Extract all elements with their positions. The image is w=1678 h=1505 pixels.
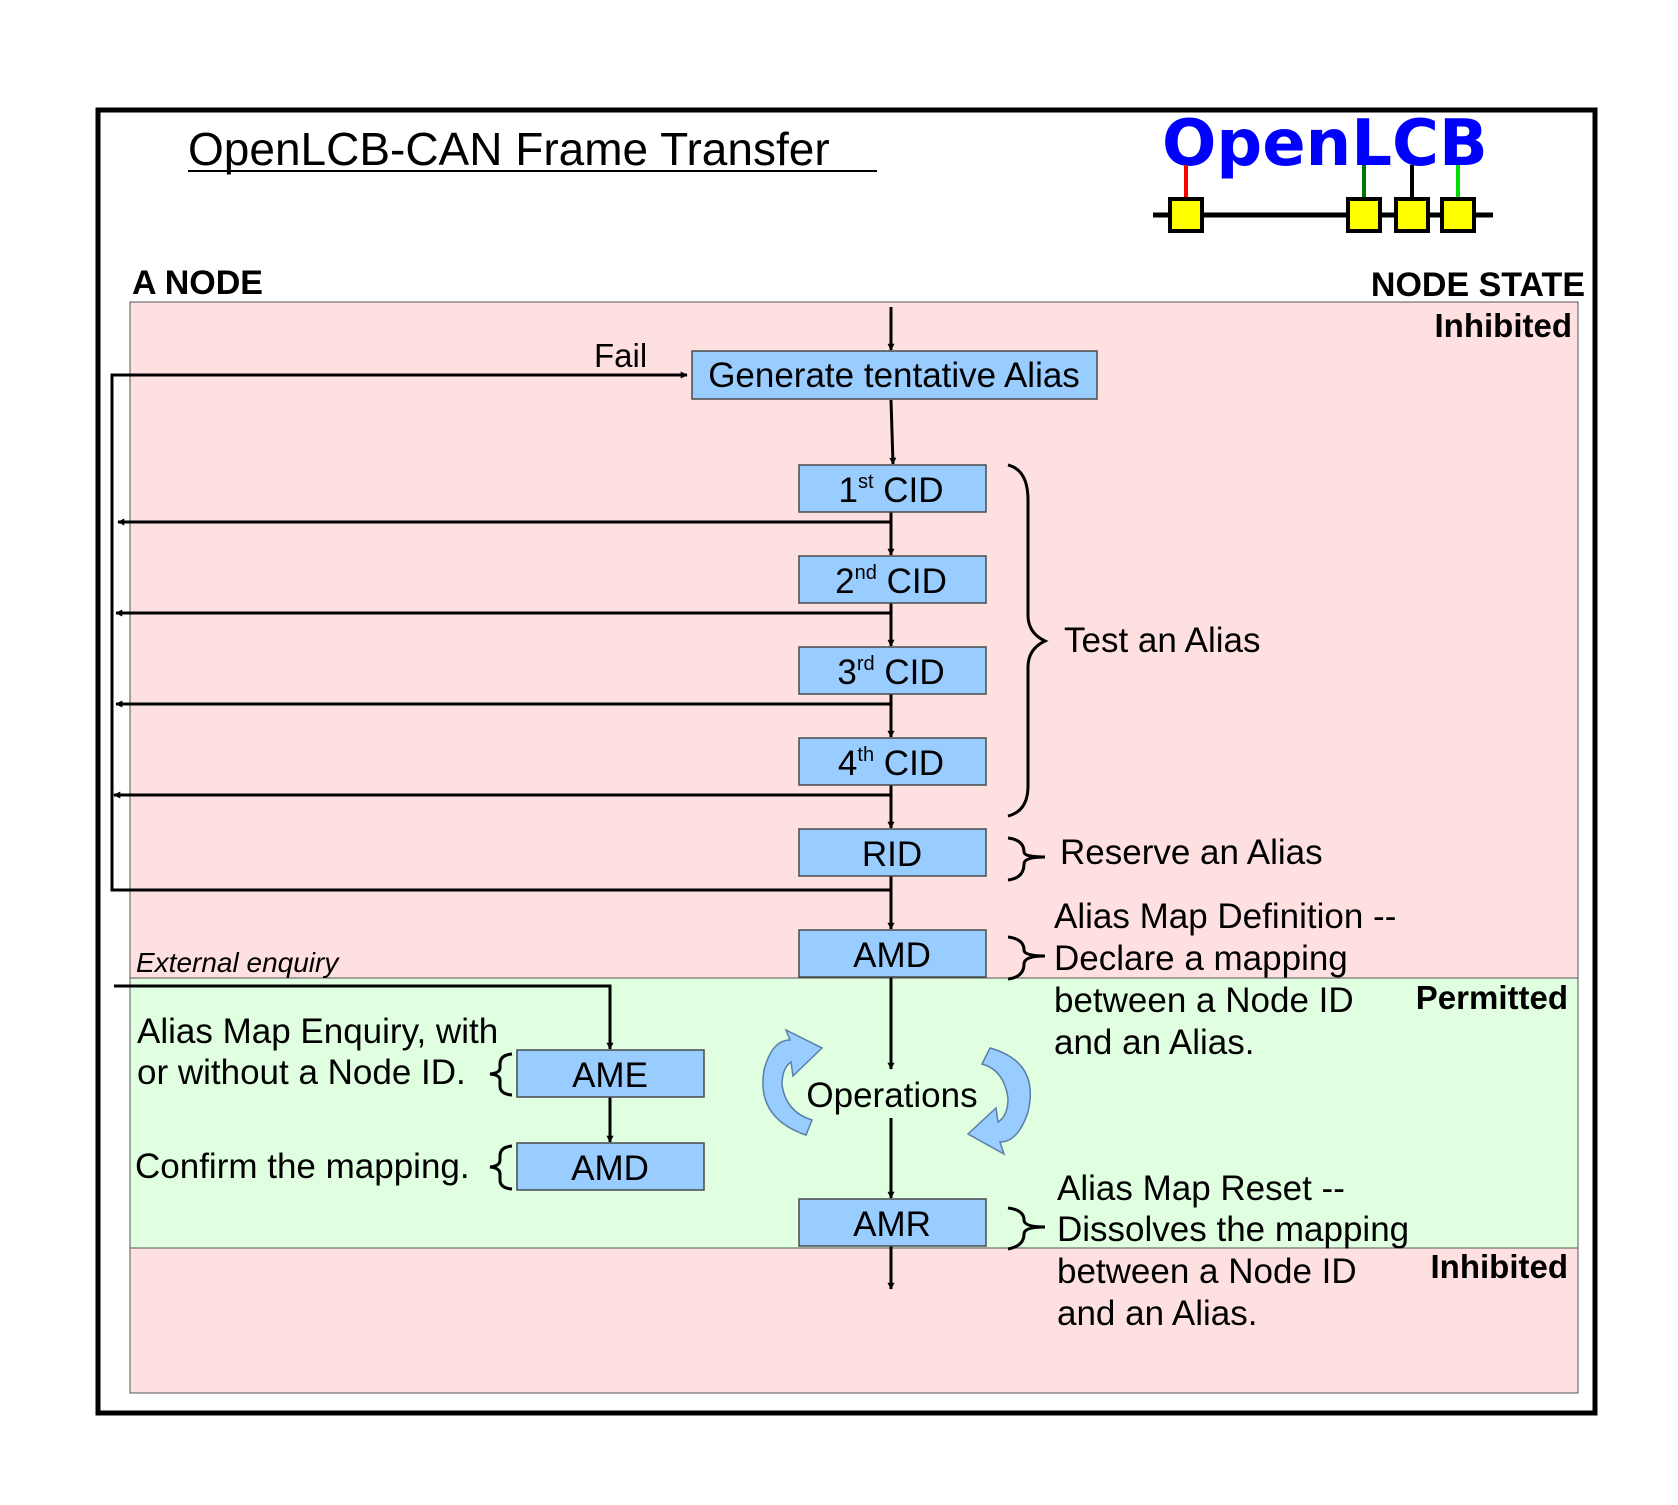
logo-node [1346, 197, 1382, 233]
cid1-label: 1st CID [838, 471, 943, 510]
cid2-label: 2nd CID [835, 562, 947, 601]
header-node-state: NODE STATE [1371, 266, 1585, 304]
cycle-arrow-left-icon [762, 1028, 824, 1136]
state-inhibited-top: Inhibited [1435, 307, 1572, 344]
logo-node [1168, 197, 1204, 233]
amd-note-line2: Declare a mapping [1054, 939, 1348, 978]
operations-cycle: Operations [762, 1028, 1032, 1156]
fail-return-loop [110, 371, 891, 892]
cid3-label: 3rd CID [837, 653, 944, 692]
test-alias-note: Test an Alias [1064, 621, 1261, 660]
ame-brace [489, 1052, 513, 1097]
generate-alias-box: Generate tentative Alias [691, 350, 1098, 400]
amr-note-line2: Dissolves the mapping [1057, 1210, 1409, 1249]
ame-box: AME [516, 1049, 705, 1098]
confirm-note: Confirm the mapping. [135, 1147, 470, 1186]
amr-box: AMR [798, 1198, 987, 1247]
amd-confirm-box: AMD [516, 1142, 705, 1191]
amd-note-line4: and an Alias. [1054, 1023, 1254, 1062]
logo-text: OpenLCB [1162, 107, 1488, 181]
amd-note-line3: between a Node ID [1054, 981, 1354, 1020]
amr-note-line1: Alias Map Reset -- [1057, 1169, 1345, 1208]
amr-label: AMR [853, 1205, 931, 1244]
test-alias-brace [1007, 463, 1049, 818]
amr-brace [1007, 1206, 1046, 1251]
confirm-brace [489, 1144, 513, 1191]
cid4-box: 4th CID [798, 737, 987, 786]
ame-note-line1: Alias Map Enquiry, with [137, 1012, 498, 1051]
amd-brace [1007, 935, 1046, 981]
amr-note-line3: between a Node ID [1057, 1252, 1357, 1291]
cid1-box: 1st CID [798, 464, 987, 513]
logo-node [1394, 197, 1430, 233]
rid-label: RID [862, 835, 922, 874]
cid3-box: 3rd CID [798, 646, 987, 695]
state-permitted: Permitted [1416, 979, 1568, 1016]
permitted-band [129, 977, 1579, 1249]
amd-box: AMD [798, 929, 987, 978]
amd-note-line1: Alias Map Definition -- [1054, 897, 1396, 936]
ame-note-line2: or without a Node ID. [137, 1053, 466, 1092]
logo-node [1440, 197, 1476, 233]
cid4-label: 4th CID [838, 744, 944, 783]
rid-box: RID [798, 828, 987, 877]
state-inhibited-bottom: Inhibited [1431, 1248, 1568, 1285]
amr-note-line4: and an Alias. [1057, 1294, 1257, 1333]
generate-alias-label: Generate tentative Alias [708, 356, 1080, 395]
inhibited-band-bottom [129, 1247, 1579, 1394]
ame-label: AME [572, 1056, 648, 1095]
reserve-alias-brace [1007, 836, 1046, 882]
diagram-title: OpenLCB-CAN Frame Transfer [188, 123, 830, 175]
amd-label: AMD [853, 936, 931, 975]
header-a-node: A NODE [132, 264, 263, 302]
operations-label: Operations [806, 1076, 977, 1115]
flow-arrow-generate-to-cid1 [889, 399, 897, 465]
fail-label: Fail [594, 337, 647, 374]
external-enquiry-arrow [114, 984, 614, 1050]
openlcb-logo: OpenLCB [1153, 107, 1493, 233]
cycle-arrow-right-icon [966, 1047, 1032, 1156]
reserve-alias-note: Reserve an Alias [1060, 833, 1323, 872]
external-enquiry-label: External enquiry [136, 947, 340, 978]
amd-confirm-label: AMD [571, 1149, 649, 1188]
cid2-box: 2nd CID [798, 555, 987, 604]
